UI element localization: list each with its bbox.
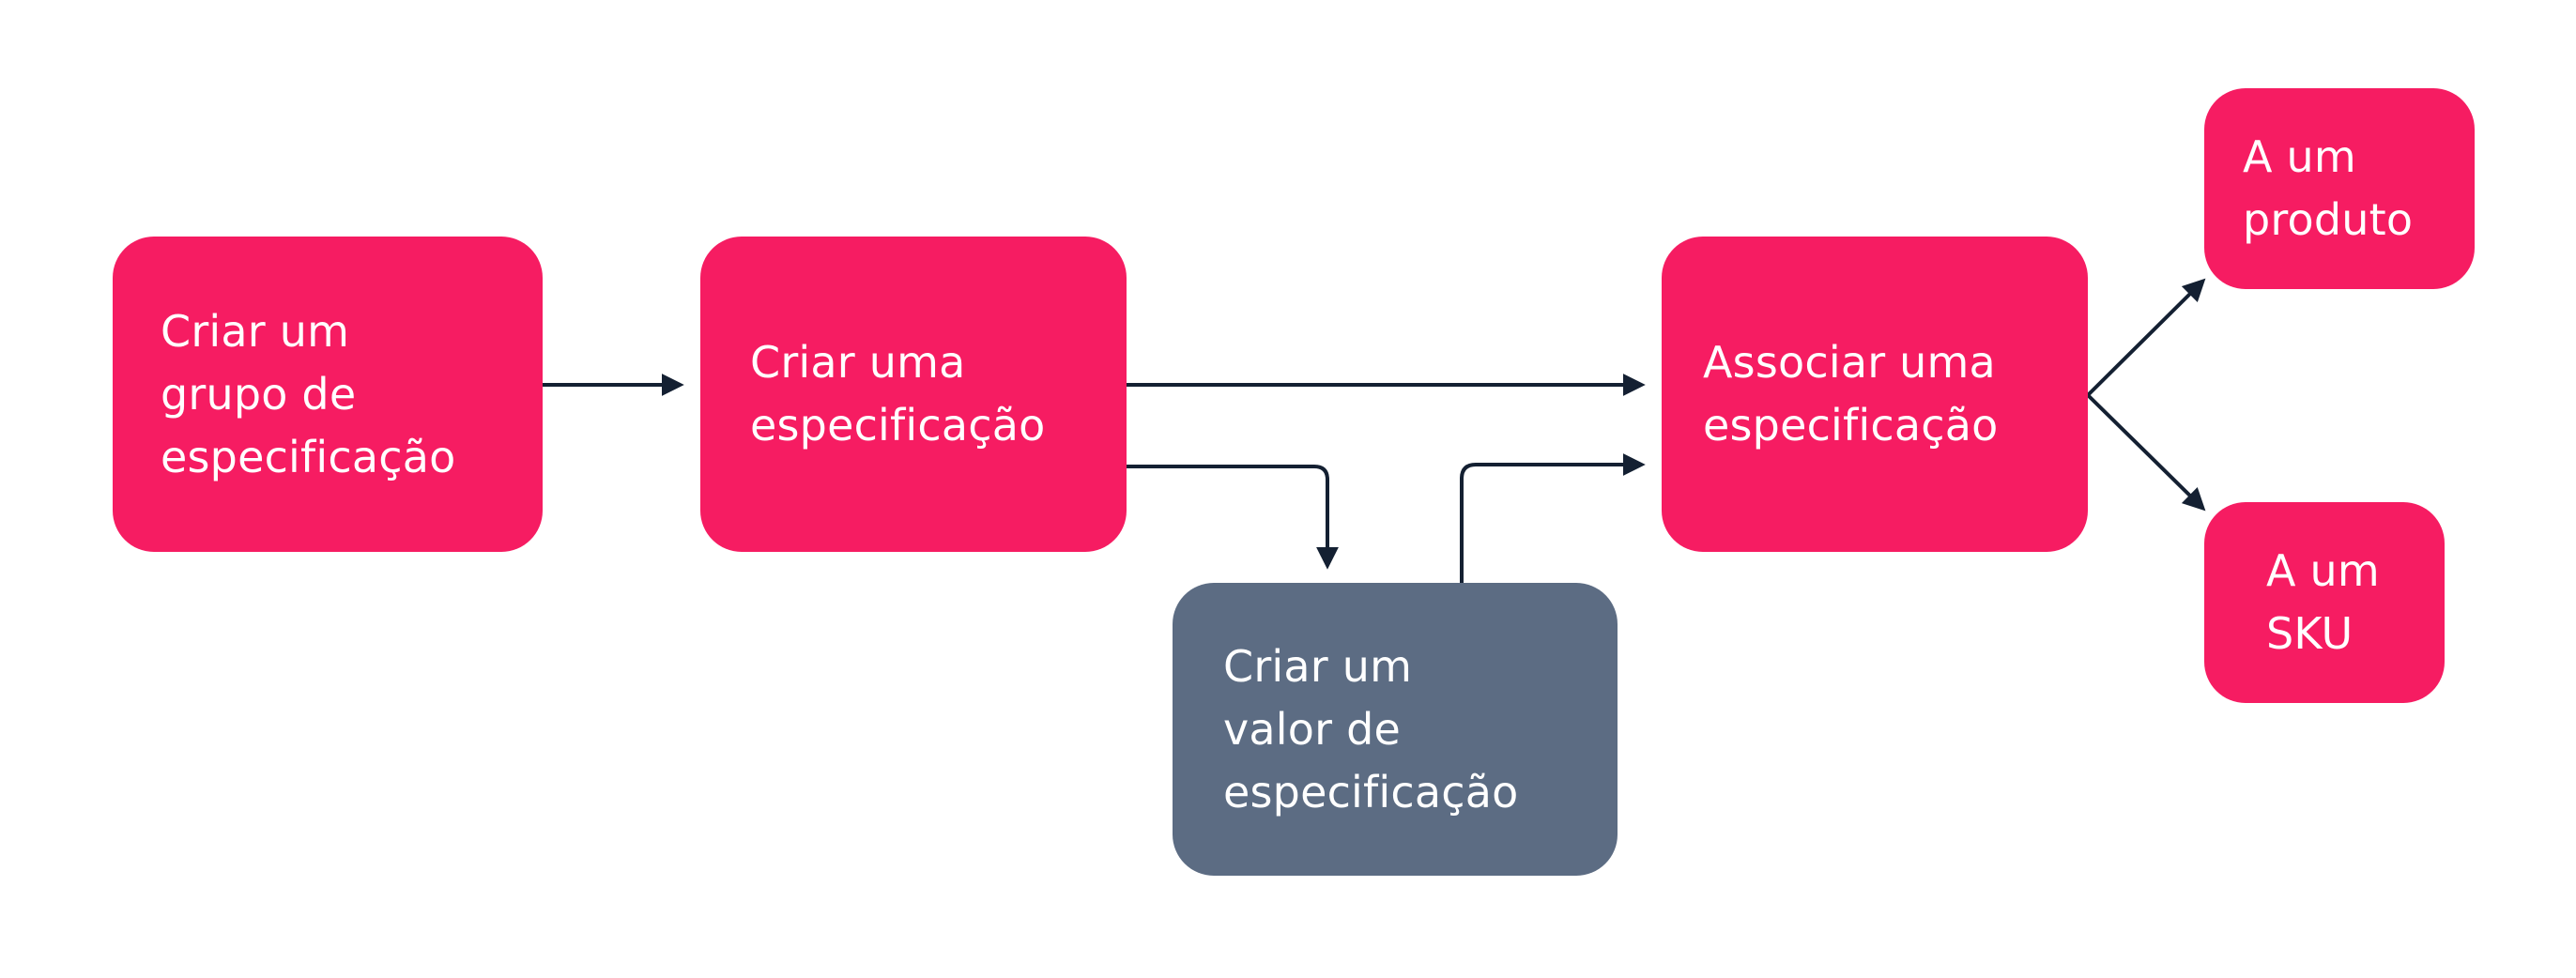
node-associate-spec: Associar uma especificação (1662, 237, 2088, 552)
edge-spec-to-value (1127, 465, 1339, 570)
edge-value-to-associate (1460, 453, 1646, 583)
node-create-spec-value: Criar um valor de especificação (1173, 583, 1618, 876)
edge-associate-to-product (2086, 278, 2206, 397)
node-create-spec-group: Criar um grupo de especificação (113, 237, 543, 552)
node-create-spec-group-label: Criar um grupo de especificação (161, 305, 456, 482)
node-create-spec-value-label: Criar um valor de especificação (1223, 640, 1519, 818)
node-create-spec-label: Criar uma especificação (750, 337, 1046, 451)
edge-associate-to-sku (2086, 393, 2206, 512)
node-create-spec: Criar uma especificação (700, 237, 1127, 552)
node-to-sku: A um SKU (2204, 502, 2445, 703)
node-to-product-label: A um produto (2243, 131, 2414, 245)
node-associate-spec-label: Associar uma especificação (1703, 337, 1999, 451)
node-to-product: A um produto (2204, 88, 2475, 289)
node-to-sku-label: A um SKU (2266, 545, 2380, 659)
